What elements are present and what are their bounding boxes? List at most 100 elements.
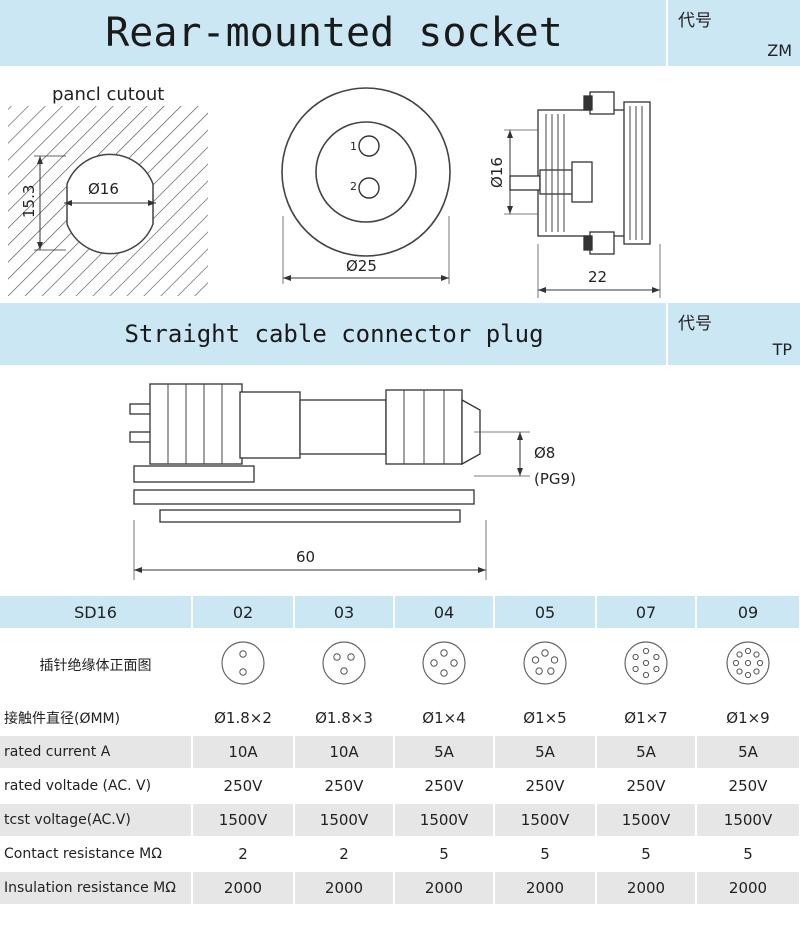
table-cell: 1500V [596,803,697,838]
table-cell: 5 [596,837,697,872]
pin-dot [535,667,543,675]
table-cell: 5A [696,735,800,770]
table-cell: 5 [494,837,597,872]
pin-hole-2 [358,177,380,199]
table-cell: Ø1×7 [596,701,697,736]
table-cell: 1500V [394,803,495,838]
header-cell: 05 [494,596,597,630]
pin-dot [642,659,650,667]
panel-cutout-label: pancl cutout [52,84,164,105]
pin-layout-3-icon [322,641,366,685]
table-cell: 2000 [394,871,495,906]
table-cell: 5 [394,837,495,872]
code-label: 代号 [678,11,712,31]
spec-table: SD16 02 03 04 05 07 09 插针绝缘体正面图 接触件直径(ØM… [0,596,800,906]
pin-dot [239,668,247,676]
table-cell: 5A [494,735,597,770]
pin-dot [450,659,458,667]
pin-number-1: 1 [350,140,357,153]
pin-dot [541,649,549,657]
pin-dot [756,659,764,667]
code-box-plug: 代号 TP [666,303,800,365]
pin-dot [440,669,448,677]
table-cell: 250V [394,769,495,804]
table-cell: 5A [394,735,495,770]
pin-dot [550,656,559,664]
row-label: rated current A [0,735,193,770]
pin-dot [642,671,650,679]
table-cell: 2000 [294,871,395,906]
table-cell: Ø1.8×3 [294,701,395,736]
table-cell: 1500V [192,803,295,838]
row-label: 插针绝缘体正面图 [0,629,193,702]
socket-side-view [509,91,651,255]
pin-dot [744,671,752,679]
pin-dot [744,647,752,655]
pin-dot [440,649,448,657]
table-cell: 1500V [294,803,395,838]
pin-layout-9-icon [726,641,770,685]
pin-dot [333,653,341,661]
header-cell: 03 [294,596,395,630]
table-cell: Ø1×9 [696,701,800,736]
pin-dot [632,665,639,673]
front-width-label: Ø25 [346,257,377,275]
header-cell: SD16 [0,596,193,630]
socket-drawings: pancl cutout Ø16 15.3 1 2 Ø25 [8,84,661,298]
table-cell: 250V [192,769,295,804]
table-cell: 2000 [192,871,295,906]
side-diameter-label: Ø16 [488,157,506,188]
section-title-socket: Rear-mounted socket [105,10,563,56]
table-cell: 250V [696,769,800,804]
pin-dot [653,653,660,661]
table-cell: 2 [294,837,395,872]
pin-dot [736,668,743,675]
pin-layout-7-icon [624,641,668,685]
table-cell: Ø1×4 [394,701,495,736]
code-label: 代号 [678,314,712,334]
pin-dot [753,651,760,658]
pin-layout-4-icon [422,641,466,685]
table-cell: 1500V [696,803,800,838]
pin-dot [732,659,740,667]
pin-number-2: 2 [350,180,357,193]
pin-dot [632,653,639,661]
code-value: TP [772,340,792,359]
gland-label: (PG9) [534,470,576,488]
table-cell: 10A [192,735,295,770]
table-cell: 10A [294,735,395,770]
cable-diameter-label: Ø8 [534,444,555,462]
pin-dot [753,668,760,675]
header-cell: 07 [596,596,697,630]
cutout-diameter: Ø16 [88,180,119,198]
table-cell: 250V [294,769,395,804]
table-cell: 2000 [696,871,800,906]
pin-dot [347,653,355,661]
insulator-face-icon [294,629,395,702]
insulator-face-icon [696,629,800,702]
insulator-face-icon [192,629,295,702]
row-label: tcst voltage(AC.V) [0,803,193,838]
code-box-socket: 代号 ZM [666,0,800,66]
table-cell: 5 [696,837,800,872]
table-cell: Ø1×5 [494,701,597,736]
table-cell: 250V [596,769,697,804]
table-header-row: SD16 02 03 04 05 07 09 [0,596,800,630]
table-cell: 2000 [596,871,697,906]
row-label: 接触件直径(ØMM) [0,701,193,736]
table-row-insulator: 插针绝缘体正面图 [0,629,800,702]
pin-dot [239,650,247,658]
table-cell: 5A [596,735,697,770]
section-header-plug: Straight cable connector plug 代号 TP [0,303,800,365]
pin-dot [736,651,743,658]
code-value: ZM [767,41,792,60]
table-cell: 2 [192,837,295,872]
cutout-shape [66,153,154,255]
table-cell: 1500V [494,803,597,838]
pin-dot [744,659,752,667]
pin-dot [653,665,660,673]
